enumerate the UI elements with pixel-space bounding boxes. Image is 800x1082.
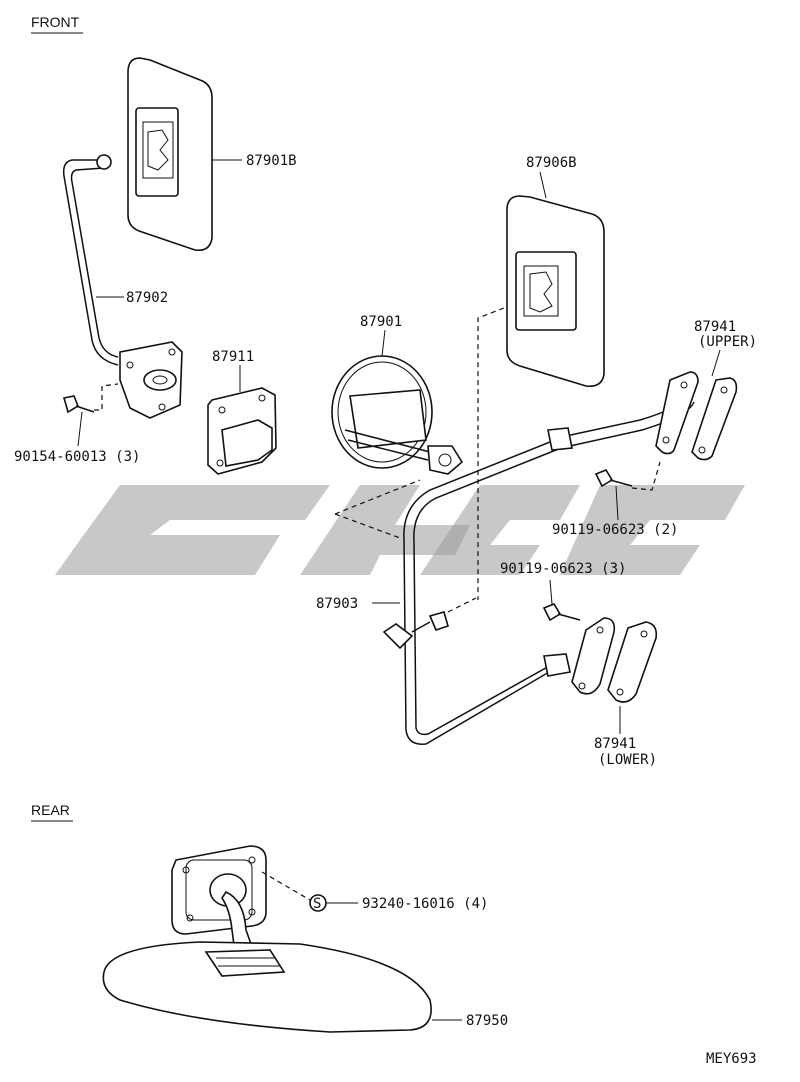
label-87902: 87902 xyxy=(126,290,168,306)
leader-lines xyxy=(77,159,721,1021)
watermark-logo xyxy=(55,485,745,575)
rear-section-title: REAR xyxy=(31,802,70,818)
label-87941-lower-tag: (LOWER) xyxy=(598,752,657,768)
mirror-87901b xyxy=(127,57,213,252)
rear-view-mirror-87950 xyxy=(102,845,432,1033)
bracket-87911 xyxy=(207,387,277,475)
label-93240-16016: 93240-16016 (4) xyxy=(362,896,488,912)
mirror-87906b-guide xyxy=(477,307,505,600)
bolt-90154 xyxy=(62,383,119,414)
screw-symbol: S xyxy=(313,896,321,912)
label-87903: 87903 xyxy=(316,596,358,612)
mirror-87901-guide xyxy=(334,513,401,539)
bolt-90119-lower xyxy=(542,603,581,622)
mirror-87901 xyxy=(331,355,464,475)
label-87901: 87901 xyxy=(360,314,402,330)
front-section-title: FRONT xyxy=(31,14,80,30)
label-90154-60013: 90154-60013 (3) xyxy=(14,449,140,465)
plate-87941-lower xyxy=(571,617,658,703)
plate-87941-upper xyxy=(655,371,738,461)
label-87911: 87911 xyxy=(212,349,254,365)
mirror-87901-guide-2 xyxy=(334,479,421,515)
label-87901b: 87901B xyxy=(246,153,297,169)
label-87941-upper-number: 87941 xyxy=(694,319,736,335)
label-87950: 87950 xyxy=(466,1013,508,1029)
label-87941-upper-tag: (UPPER) xyxy=(698,334,757,350)
mirror-stay-87903 xyxy=(382,395,695,745)
bolt-90119-upper xyxy=(594,461,661,491)
diagram-code: MEY693 xyxy=(706,1051,757,1067)
label-90119-06623-3: 90119-06623 (3) xyxy=(500,561,626,577)
label-87906b: 87906B xyxy=(526,155,577,171)
label-87941-lower-number: 87941 xyxy=(594,736,636,752)
mirror-87906b xyxy=(506,195,605,388)
mirror-stay-87902 xyxy=(62,154,183,419)
screw-guide xyxy=(261,871,311,901)
label-90119-06623-2: 90119-06623 (2) xyxy=(552,522,678,538)
